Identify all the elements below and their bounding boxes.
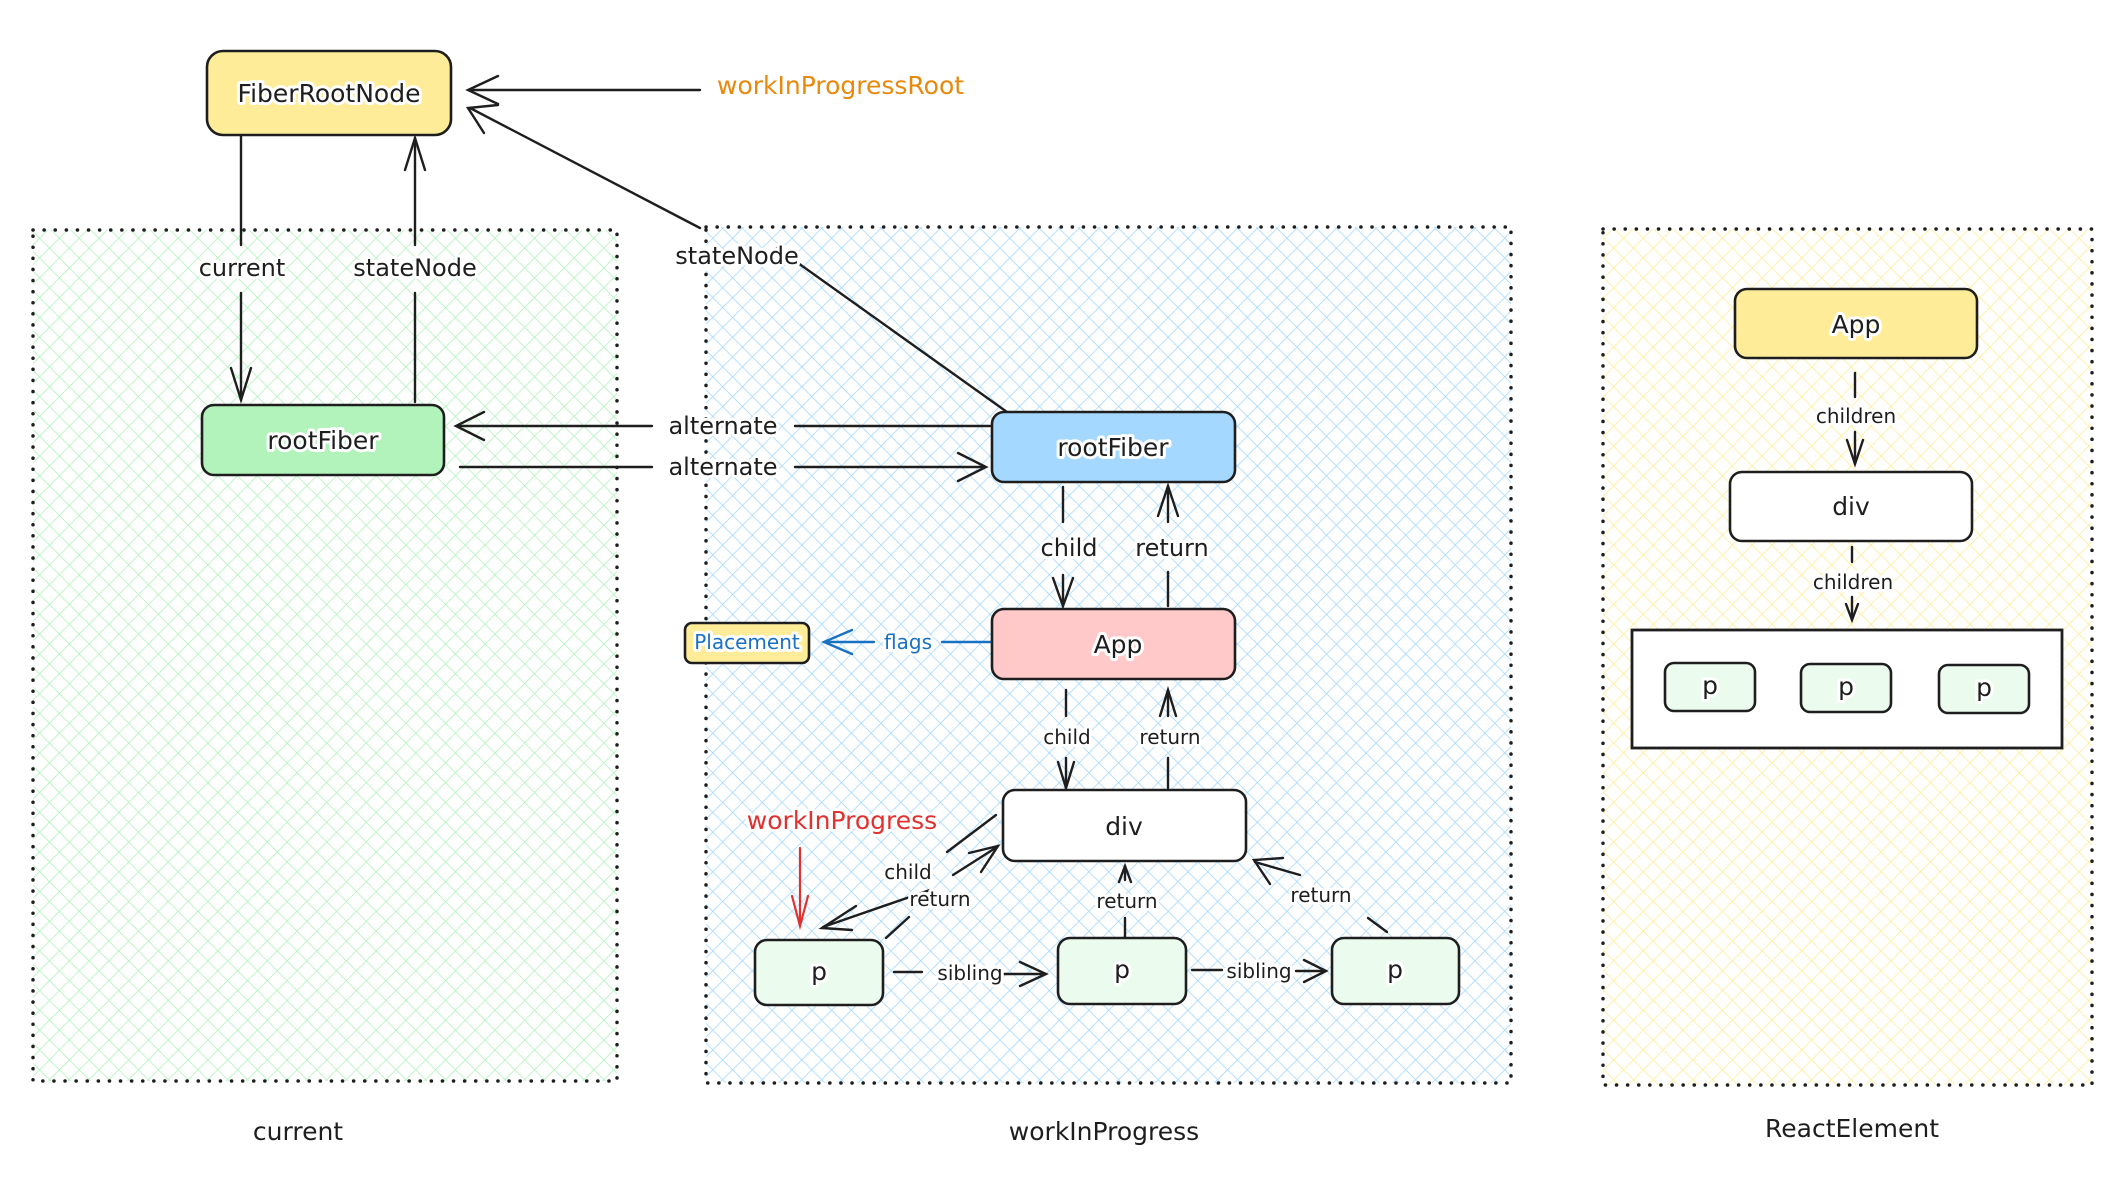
node-placement[interactable]: Placement <box>683 621 811 665</box>
re-div-box <box>1728 470 1974 543</box>
app-return-edge-label: return <box>1139 725 1200 749</box>
work-in-progress-pointer-label: workInProgress <box>747 806 937 835</box>
edge-sibling-2 <box>1190 958 1329 984</box>
wip-p-3-box <box>1330 936 1461 1006</box>
fiber-root-node-label: FiberRootNode <box>238 79 421 108</box>
edge-state-node-current <box>403 133 427 404</box>
re-div-label: div <box>1832 492 1870 521</box>
node-wip-div[interactable]: div <box>1001 788 1248 863</box>
edge-work-in-progress-root <box>465 74 702 106</box>
wip-div-box <box>1001 788 1248 863</box>
edge-current <box>229 134 253 405</box>
state-node-current-edge-label: stateNode <box>353 254 476 282</box>
node-wip-p-1[interactable]: p <box>753 938 885 1007</box>
work-in-progress-root-pointer-label: workInProgressRoot <box>717 71 964 100</box>
react-element-panel-title: ReactElement <box>1765 1114 1939 1143</box>
state-node-wip-edge-label: stateNode <box>675 242 798 270</box>
re-p-3-label: p <box>1976 673 1992 702</box>
edge-alternate-to-wip <box>458 451 989 483</box>
wip-root-fiber-box <box>990 410 1237 484</box>
fiber-root-node-box <box>205 49 453 137</box>
node-wip-p-3[interactable]: p <box>1330 936 1461 1006</box>
current-edge-label: current <box>199 254 286 282</box>
alternate-to-current-edge-label: alternate <box>668 412 777 440</box>
edge-root-return <box>1156 482 1180 608</box>
alternate-to-wip-edge-label: alternate <box>668 453 777 481</box>
current-root-fiber-label: rootFiber <box>267 426 379 455</box>
node-fiber-root-node[interactable]: FiberRootNode <box>205 49 453 137</box>
edge-flags <box>820 628 994 656</box>
edge-p2-return <box>1117 862 1133 939</box>
node-re-p-1[interactable]: p <box>1663 661 1757 713</box>
root-return-edge-label: return <box>1135 534 1208 562</box>
flags-edge-label: flags <box>884 630 932 654</box>
current-panel-title: current <box>253 1117 343 1146</box>
work-in-progress-panel-title: workInProgress <box>1009 1117 1199 1146</box>
edge-p3-return <box>1251 856 1389 934</box>
re-children-2-edge-label: children <box>1813 570 1893 594</box>
edge-sibling-1 <box>892 960 1049 988</box>
current-panel <box>31 228 619 1083</box>
node-re-p-2[interactable]: p <box>1799 662 1893 714</box>
wip-p-1-label: p <box>811 957 827 986</box>
edge-re-children-2 <box>1844 545 1860 624</box>
re-app-label: App <box>1832 310 1881 339</box>
wip-app-box <box>990 607 1237 681</box>
edge-work-in-progress-pointer <box>790 846 810 931</box>
wip-p-1-box <box>753 938 885 1007</box>
wip-root-fiber-label: rootFiber <box>1057 433 1169 462</box>
current-root-fiber-box <box>200 403 446 477</box>
re-p-3-box <box>1937 663 2031 715</box>
edge-re-children-1 <box>1845 371 1865 468</box>
re-app-box <box>1733 287 1979 360</box>
node-re-app[interactable]: App <box>1733 287 1979 360</box>
root-child-edge-label: child <box>1041 534 1098 562</box>
re-p-1-label: p <box>1702 671 1718 700</box>
node-wip-root-fiber[interactable]: rootFiber <box>990 410 1237 484</box>
re-p-2-label: p <box>1838 672 1854 701</box>
wip-app-label: App <box>1094 630 1143 659</box>
edge-alternate-to-current <box>453 410 992 442</box>
edge-root-child <box>1051 485 1075 610</box>
re-children-1-edge-label: children <box>1816 404 1896 428</box>
node-re-div[interactable]: div <box>1728 470 1974 543</box>
sibling-2-edge-label: sibling <box>1226 959 1291 983</box>
p3-return-edge-label: return <box>1290 883 1351 907</box>
p1-return-edge-label: return <box>909 887 970 911</box>
wip-p-3-label: p <box>1387 955 1403 984</box>
edge-div-child <box>818 813 998 932</box>
node-re-p-3[interactable]: p <box>1937 663 2031 715</box>
node-wip-p-2[interactable]: p <box>1056 936 1188 1006</box>
edge-state-node-wip <box>465 103 1009 414</box>
app-child-edge-label: child <box>1043 725 1090 749</box>
wip-div-label: div <box>1105 812 1143 841</box>
re-p-1-box <box>1663 661 1757 713</box>
wip-p-2-label: p <box>1114 955 1130 984</box>
edge-p1-return <box>884 844 1001 940</box>
div-child-edge-label: child <box>884 860 931 884</box>
edge-app-child <box>1056 688 1076 793</box>
node-wip-app[interactable]: App <box>990 607 1237 681</box>
wip-p-2-box <box>1056 936 1188 1006</box>
node-current-root-fiber[interactable]: rootFiber <box>200 403 446 477</box>
re-p-2-box <box>1799 662 1893 714</box>
edge-app-return <box>1158 685 1178 790</box>
sibling-1-edge-label: sibling <box>937 961 1002 985</box>
placement-label: Placement <box>694 630 800 654</box>
p2-return-edge-label: return <box>1096 889 1157 913</box>
placement-box <box>683 621 811 665</box>
